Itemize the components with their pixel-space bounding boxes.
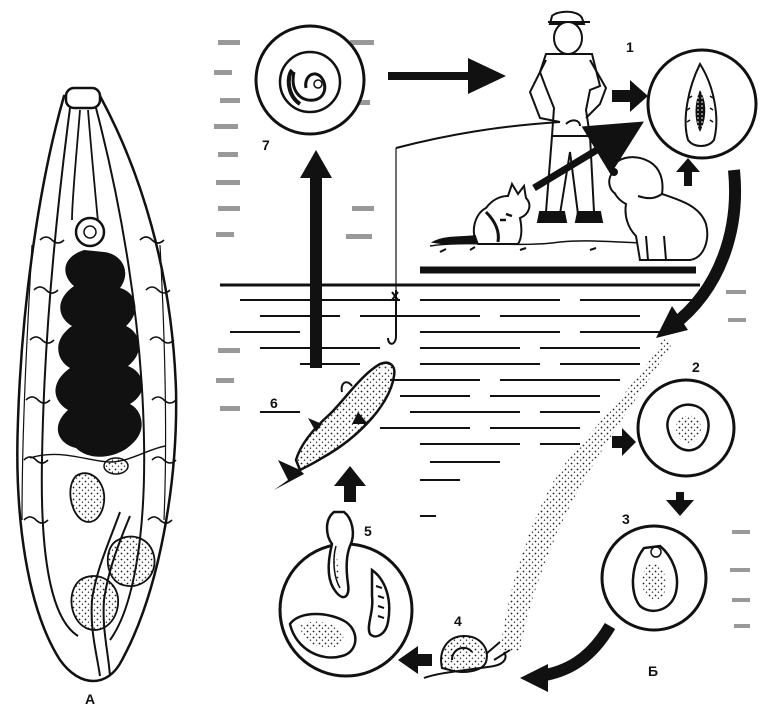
arrow-to-2 bbox=[612, 428, 636, 456]
intestine-left bbox=[40, 107, 79, 637]
oral-sucker bbox=[64, 86, 102, 110]
adult-fluke bbox=[16, 86, 178, 683]
ovary bbox=[103, 457, 129, 475]
definitive-hosts bbox=[395, 10, 709, 290]
intestine-right bbox=[95, 107, 146, 641]
stage-7-label: 7 bbox=[262, 137, 270, 153]
arrow-5-to-fish bbox=[334, 466, 366, 502]
stage-6-label: 6 bbox=[270, 395, 278, 411]
stage-4-snail bbox=[423, 634, 511, 679]
vitellaria-left bbox=[23, 236, 65, 524]
stage-3-redia bbox=[600, 524, 708, 632]
ventral-sucker bbox=[74, 216, 106, 248]
stage-2-miracidium bbox=[636, 378, 736, 478]
stage-5-cercaria bbox=[278, 510, 414, 678]
cat-figure bbox=[430, 181, 531, 245]
stage-4-label: 4 bbox=[454, 613, 462, 629]
stage-1-adult bbox=[646, 48, 758, 160]
uterus bbox=[55, 250, 143, 457]
arrow-3-to-snail bbox=[538, 622, 616, 682]
stage-2-label: 2 bbox=[692, 359, 700, 375]
man-figure bbox=[528, 10, 608, 223]
arrow-2-to-3 bbox=[666, 492, 694, 516]
arrow-man-to-1 bbox=[612, 80, 648, 112]
testis-upper bbox=[69, 472, 106, 523]
vitellaria-right bbox=[139, 236, 177, 524]
water-surface bbox=[220, 266, 700, 517]
panel-a-label: А bbox=[85, 691, 95, 707]
arrow-7-to-host bbox=[388, 58, 506, 94]
stage-3-label: 3 bbox=[622, 511, 630, 527]
dog-figure bbox=[608, 156, 709, 261]
arrow-dog-to-1 bbox=[676, 158, 700, 186]
egg-stream bbox=[500, 338, 672, 652]
stage-7-metacercaria bbox=[254, 24, 366, 136]
stage-5-label: 5 bbox=[364, 523, 372, 539]
arrow-1-to-water bbox=[668, 169, 741, 331]
stage-6-fish bbox=[274, 290, 399, 490]
panel-b-label: Б bbox=[648, 663, 658, 679]
arrow-fish-to-7 bbox=[300, 150, 332, 368]
stage-1-label: 1 bbox=[626, 39, 634, 55]
testis-right bbox=[106, 535, 156, 587]
arrow-snail-to-5 bbox=[398, 646, 432, 674]
background-text-marks bbox=[214, 40, 750, 628]
arrow-cat-to-1 bbox=[532, 121, 644, 191]
